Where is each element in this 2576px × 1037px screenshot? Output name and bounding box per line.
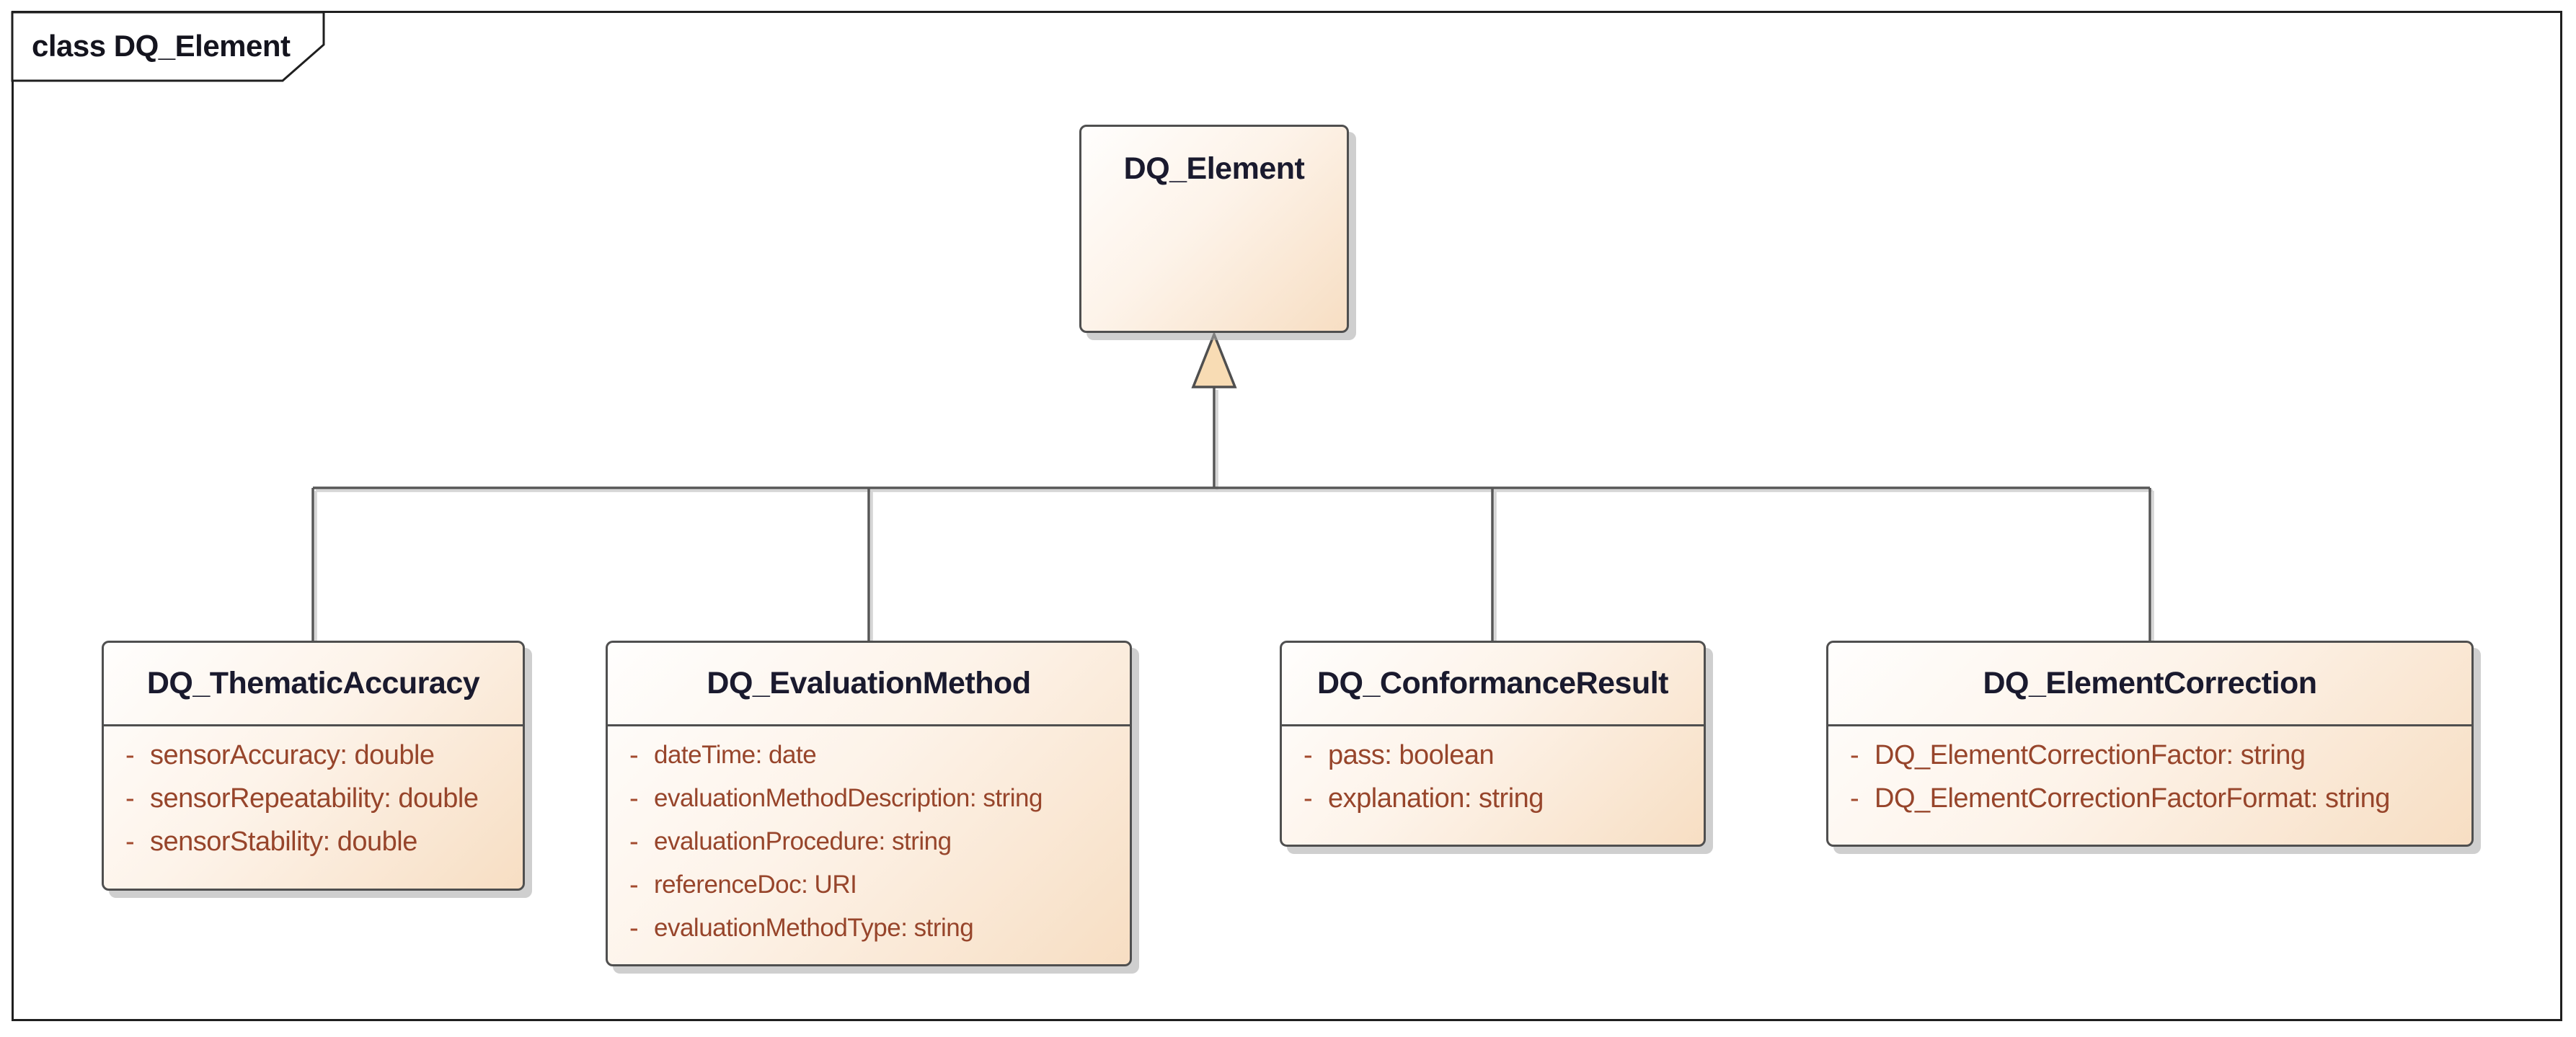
- class-box-dq-conformanceresult[interactable]: DQ_ConformanceResult - pass: boolean - e…: [1280, 641, 1706, 847]
- class-name: DQ_EvaluationMethod: [608, 643, 1130, 726]
- class-box-dq-elementcorrection[interactable]: DQ_ElementCorrection - DQ_ElementCorrect…: [1826, 641, 2474, 847]
- generalization-connector[interactable]: [311, 387, 2151, 642]
- attribute-text: pass: boolean: [1328, 739, 1495, 770]
- frame-tab: [11, 11, 325, 82]
- attribute-row: - evaluationMethodDescription: string: [608, 777, 1130, 820]
- attribute-text: DQ_ElementCorrectionFactor: string: [1875, 739, 2306, 770]
- visibility-marker: -: [1304, 739, 1313, 770]
- diagram-frame: [12, 11, 2562, 1021]
- class-box-dq-thematicaccuracy[interactable]: DQ_ThematicAccuracy - sensorAccuracy: do…: [102, 641, 525, 891]
- attributes-compartment: - dateTime: date - evaluationMethodDescr…: [608, 726, 1130, 950]
- visibility-marker: -: [125, 826, 135, 857]
- class-name: DQ_Element: [1123, 151, 1305, 186]
- frame-label: class DQ_Element: [32, 29, 291, 63]
- visibility-marker: -: [629, 826, 639, 857]
- class-name: DQ_ElementCorrection: [1828, 643, 2471, 726]
- attribute-row: - evaluationMethodType: string: [608, 907, 1130, 950]
- attribute-text: DQ_ElementCorrectionFactorFormat: string: [1875, 783, 2390, 814]
- attribute-text: dateTime: date: [654, 741, 817, 769]
- attribute-text: sensorRepeatability: double: [150, 783, 479, 814]
- attribute-text: evaluationProcedure: string: [654, 827, 952, 855]
- class-name: DQ_ConformanceResult: [1282, 643, 1704, 726]
- visibility-marker: -: [125, 783, 135, 814]
- visibility-marker: -: [1304, 783, 1313, 814]
- attribute-row: - DQ_ElementCorrectionFactor: string: [1828, 734, 2471, 777]
- attribute-text: sensorStability: double: [150, 826, 417, 857]
- attribute-text: referenceDoc: URI: [654, 871, 857, 899]
- visibility-marker: -: [629, 783, 639, 814]
- attribute-text: sensorAccuracy: double: [150, 739, 435, 770]
- attribute-row: - evaluationProcedure: string: [608, 820, 1130, 863]
- attribute-text: explanation: string: [1328, 783, 1544, 814]
- attribute-row: - dateTime: date: [608, 734, 1130, 777]
- attribute-row: - DQ_ElementCorrectionFactorFormat: stri…: [1828, 777, 2471, 820]
- attribute-text: evaluationMethodDescription: string: [654, 784, 1043, 812]
- attribute-row: - explanation: string: [1282, 777, 1704, 820]
- attribute-text: evaluationMethodType: string: [654, 914, 974, 942]
- attribute-row: - pass: boolean: [1282, 734, 1704, 777]
- visibility-marker: -: [125, 739, 135, 770]
- inheritance-triangle-icon: [1191, 331, 1237, 388]
- attribute-row: - sensorAccuracy: double: [104, 734, 523, 777]
- attributes-compartment: - pass: boolean - explanation: string: [1282, 726, 1704, 820]
- visibility-marker: -: [629, 869, 639, 900]
- visibility-marker: -: [629, 739, 639, 770]
- class-name: DQ_ThematicAccuracy: [104, 643, 523, 726]
- visibility-marker: -: [629, 912, 639, 943]
- visibility-marker: -: [1850, 739, 1859, 770]
- connector-shadow: [314, 390, 2154, 645]
- attribute-row: - referenceDoc: URI: [608, 863, 1130, 907]
- attributes-compartment: - sensorAccuracy: double - sensorRepeata…: [104, 726, 523, 863]
- attribute-row: - sensorRepeatability: double: [104, 777, 523, 820]
- visibility-marker: -: [1850, 783, 1859, 814]
- attribute-row: - sensorStability: double: [104, 820, 523, 863]
- class-box-dq-element[interactable]: DQ_Element: [1079, 125, 1349, 333]
- class-box-dq-evaluationmethod[interactable]: DQ_EvaluationMethod - dateTime: date - e…: [606, 641, 1132, 966]
- attributes-compartment: - DQ_ElementCorrectionFactor: string - D…: [1828, 726, 2471, 820]
